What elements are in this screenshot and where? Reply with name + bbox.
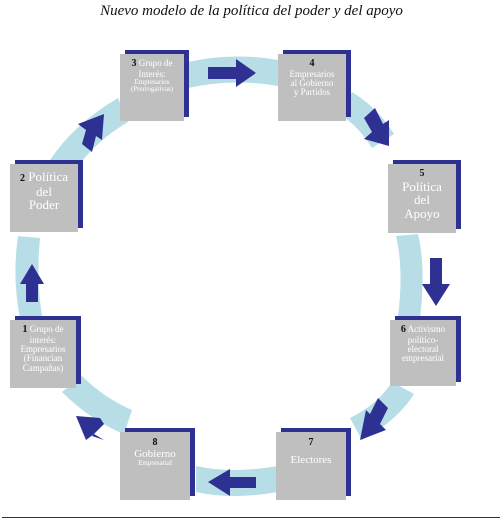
arrow-8-to-1 — [76, 416, 104, 440]
node-number: 3 — [131, 58, 137, 69]
node-line: electoral — [407, 343, 439, 354]
arrow-3-to-4 — [208, 59, 256, 87]
node-line: Política — [28, 169, 68, 184]
arrow-5-to-6 — [422, 258, 450, 306]
node-line: Apoyo — [404, 205, 440, 221]
node-number: 8 — [152, 437, 158, 448]
node-number: 1 — [22, 324, 28, 335]
ring-segment-5-6 — [396, 234, 423, 318]
node-small-line: Empresarial — [138, 459, 172, 468]
arrow-1-to-2 — [20, 264, 44, 302]
node-4-empresarios-al-gobierno: 4 Empresarios al Gobierno y Partidos — [278, 54, 346, 121]
node-line: y Partidos — [293, 87, 331, 98]
arrow-7-to-8 — [208, 469, 256, 496]
node-line: Gobierno — [134, 447, 176, 460]
node-line: Poder — [28, 197, 60, 213]
arrow-6-to-7 — [360, 398, 388, 440]
node-8-gobierno-empresarial: 8 Gobierno Empresarial — [120, 432, 190, 500]
node-number: 6 — [400, 324, 406, 335]
node-number: 4 — [309, 58, 315, 69]
node-6-activismo-politico-electoral: 6 Activismo político- electoral empresar… — [390, 320, 456, 386]
node-line: Grupo de — [29, 324, 64, 334]
node-5-politica-del-apoyo: 5 Política del Apoyo — [388, 164, 456, 233]
node-3-grupo-de-interes: 3 Grupo de Interés: Empresarios (Prerrog… — [120, 54, 184, 121]
node-small-line: Empresarios — [134, 77, 170, 86]
node-number: 5 — [419, 168, 425, 179]
node-1-grupo-de-interes-empresarios: 1 Grupo de interés: Empresarios (Financi… — [10, 320, 76, 388]
node-line: Empresarios — [20, 343, 66, 354]
node-small-line: (Prerrogativas) — [131, 85, 173, 94]
node-number: 2 — [20, 173, 26, 184]
node-line: empresarial — [402, 353, 444, 364]
arrow-2-to-3 — [78, 114, 104, 152]
bottom-rule — [2, 517, 500, 518]
ring-segment-8-1 — [62, 376, 132, 434]
node-line: Activismo — [407, 324, 446, 334]
node-line: Política — [402, 178, 442, 194]
arrow-4-to-5 — [364, 108, 389, 146]
node-line: político- — [407, 334, 439, 345]
node-2-politica-del-poder: 2 Política del Poder — [10, 164, 78, 232]
node-line: Electores — [290, 453, 332, 466]
node-number: 7 — [308, 437, 314, 448]
node-line: (Financian — [23, 353, 63, 364]
diagram-title: Nuevo modelo de la política del poder y … — [100, 3, 403, 19]
node-line: del — [36, 183, 52, 199]
node-line: al Gobierno — [290, 77, 334, 88]
node-line: Campañas) — [22, 362, 64, 373]
node-line: Empresarios — [289, 68, 335, 79]
node-line: del — [414, 192, 430, 208]
node-7-electores: 7 Electores — [276, 432, 346, 500]
node-line: Grupo de — [138, 58, 173, 68]
node-line: interés: — [29, 334, 57, 345]
node-line: Interés: — [138, 68, 166, 79]
